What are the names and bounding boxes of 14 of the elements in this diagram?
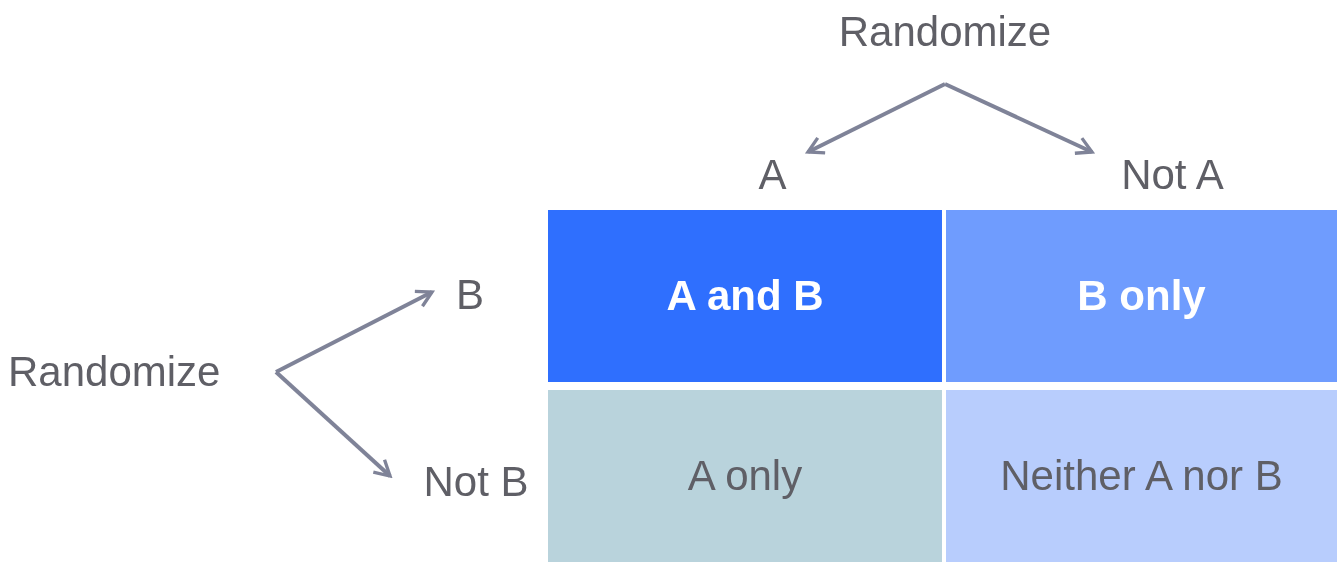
table-cell: A only [548, 390, 942, 562]
row-header: B [440, 270, 500, 320]
column-header: Not A [1105, 150, 1240, 200]
arrow [944, 82, 1094, 155]
table-cell: B only [946, 210, 1337, 382]
table-cell: A and B [548, 210, 942, 382]
table-cell: Neither A nor B [946, 390, 1337, 562]
arrow [806, 82, 946, 155]
randomize-label: Randomize [820, 8, 1070, 84]
arrow [275, 289, 434, 374]
column-header: A [745, 150, 800, 200]
row-header: Not B [412, 457, 540, 507]
arrow [274, 370, 392, 478]
randomize-label: Randomize [8, 346, 276, 398]
